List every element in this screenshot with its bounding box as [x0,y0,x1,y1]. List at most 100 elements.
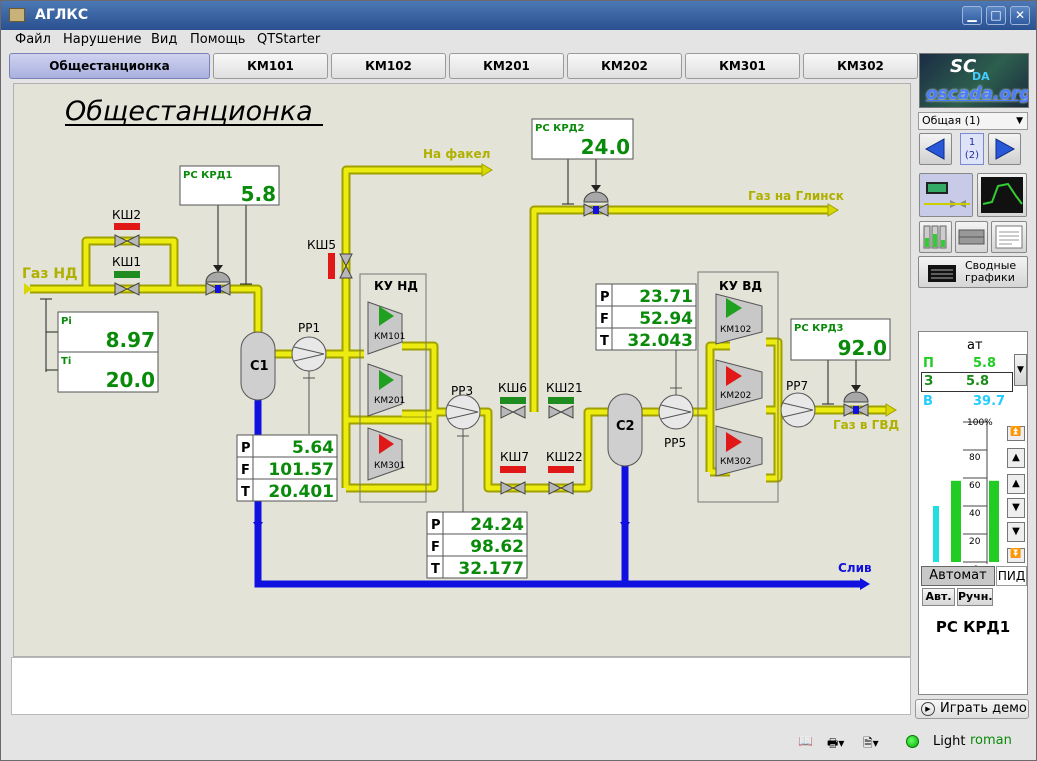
regulator-krd2-box[interactable]: РС КРД2 24.0 [531,118,634,160]
tab-km101[interactable]: КМ101 [213,53,328,79]
view-trends-button[interactable] [977,173,1027,217]
menu-view[interactable]: Вид [151,32,178,47]
valve-ksh22[interactable]: КШ22 [546,450,583,495]
title-bar[interactable]: АГЛКС ▁ □ ✕ [1,1,1036,30]
valve-ksh7[interactable]: КШ7 [500,450,529,495]
output-value: 39.7 [973,394,1006,409]
control-valve-krd2[interactable] [562,159,609,217]
compressor-km202[interactable]: КМ202 [715,359,763,411]
prev-page-button[interactable] [919,133,952,165]
scheme-title: Общестанционка [65,96,313,127]
app-icon [9,8,25,22]
compressor-km201[interactable]: КМ201 [367,363,405,417]
label-gvd: Газ в ГВД [833,418,899,432]
separator-c2[interactable]: C2 [607,393,643,467]
pft3-t-label: T [600,334,609,349]
separator-c1[interactable]: C1 [240,331,276,401]
regulator-krd3-box[interactable]: РС КРД3 92.0 [790,318,891,361]
regulator-krd1-box[interactable]: РС КРД1 5.8 [179,165,280,206]
next-page-button[interactable] [988,133,1021,165]
valve-ksh21[interactable]: КШ21 [546,381,583,419]
pft2-f-label: F [431,540,440,555]
user-name[interactable]: roman [970,733,1012,748]
pft3-t-value: 32.043 [627,331,693,351]
output-up-button[interactable]: ▲ [1007,474,1025,494]
oscada-logo[interactable]: SC DA oscada.org [919,53,1029,108]
panel-icon [923,225,947,249]
tab-km102[interactable]: КМ102 [331,53,446,79]
view-mnemonic-button[interactable] [919,173,973,217]
control-valve-krd3[interactable] [822,360,869,417]
play-demo-button[interactable]: ▶ Играть демо [915,699,1029,719]
menu-help[interactable]: Помощь [190,32,246,47]
tab-km202[interactable]: КМ202 [567,53,682,79]
compressor-km302[interactable]: КМ302 [715,425,763,477]
pft-block-3: P F T 23.71 52.94 32.043 [595,283,697,351]
user-mode[interactable]: Light [933,734,966,749]
ti-label: Ti [61,356,71,367]
valve-ksh2[interactable]: КШ2 [112,208,141,248]
label-flare: На факел [423,147,490,161]
ksh21-label: КШ21 [546,381,583,395]
valve-ksh1[interactable]: КШ1 [112,255,141,296]
summary-graphs-button[interactable]: Сводные графики [918,256,1028,288]
krd2-value: 24.0 [581,135,630,159]
flowmeter-pp3[interactable]: PP3 [445,384,481,512]
bar-sp [951,480,961,562]
flowmeter-pp5[interactable]: PP5 [658,350,694,450]
flowmeter-pp1[interactable]: PP1 [291,321,327,434]
krd3-label: РС КРД3 [794,323,844,334]
scheme-svg: Общестанционка [22,96,899,590]
menu-file[interactable]: Файл [15,32,51,47]
controller-panel: ат П 5.8 З 5.8 ▼ В 39.7 100% 80 [918,331,1028,695]
valve-ksh5[interactable]: КШ5 [307,238,353,279]
pft3-p-label: P [600,290,610,305]
km101-label: КМ101 [374,332,405,342]
right-panel: SC DA oscada.org Общая (1) ▼ 1 (2) [915,51,1033,721]
bar-pv [933,506,939,562]
output-max-button[interactable]: ⏫ [1007,426,1025,441]
view-document-button[interactable] [991,221,1027,253]
view-select[interactable]: Общая (1) ▼ [918,112,1028,130]
minimize-button[interactable]: ▁ [962,6,982,25]
tab-km201[interactable]: КМ201 [449,53,564,79]
tab-general[interactable]: Общестанционка [9,53,210,79]
output-down-button[interactable]: ▼ [1007,498,1025,518]
compressor-km301[interactable]: КМ301 [367,427,405,481]
output-fast-down-button[interactable]: ▼ [1007,522,1025,542]
group-ku-nd-label: КУ НД [374,279,418,293]
control-valve-krd1[interactable] [205,205,252,296]
menu-violation[interactable]: Нарушение [63,32,142,47]
tab-km302[interactable]: КМ302 [803,53,918,79]
maximize-icon: □ [990,8,1002,22]
ksh2-label: КШ2 [112,208,141,222]
compressor-km101[interactable]: КМ101 [367,301,405,355]
book-icon[interactable]: 📖 [798,734,813,748]
view-panels-button[interactable] [919,221,952,253]
page-indicator: 1 (2) [960,133,984,165]
pp3-label: PP3 [451,384,473,398]
close-button[interactable]: ✕ [1010,6,1030,25]
manual-button[interactable]: Ручн. [957,588,993,606]
menu-qtstarter[interactable]: QTStarter [257,32,321,47]
flowmeter-pp7[interactable]: PP7 [780,379,816,428]
view-groups-button[interactable] [955,221,988,253]
label-gas-nd: Газ НД [22,266,78,282]
krd2-label: РС КРД2 [535,123,585,134]
tab-km301[interactable]: КМ301 [685,53,800,79]
export-icon[interactable]: 🗎▾ [863,736,879,750]
output-fast-up-button[interactable]: ▲ [1007,448,1025,468]
scale-40: 40 [969,509,981,519]
print-icon[interactable]: 🖶▾ [827,736,845,750]
valve-ksh6[interactable]: КШ6 [498,381,527,419]
mnemonic-scheme: Общестанционка [13,83,911,657]
setpoint-field[interactable]: З 5.8 [921,372,1013,392]
compressor-km102[interactable]: КМ102 [715,293,763,345]
auto-button[interactable]: Авт. [922,588,955,606]
output-min-button[interactable]: ⏬ [1007,548,1025,563]
maximize-button[interactable]: □ [986,6,1006,25]
pft1-f-label: F [241,463,250,478]
param-select-button[interactable]: ▼ [1014,354,1027,386]
mode-pid-indicator: ПИД [996,566,1027,586]
